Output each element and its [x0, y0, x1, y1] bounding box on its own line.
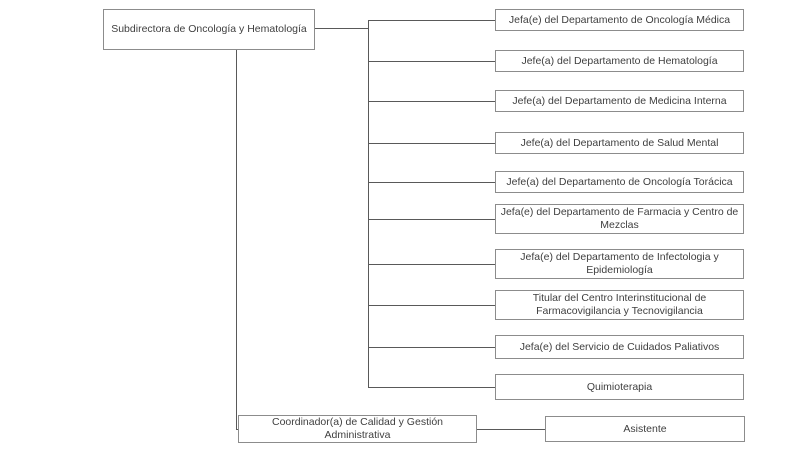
- connector-line: [368, 20, 369, 387]
- connector-line: [368, 305, 495, 306]
- connector-line: [368, 101, 495, 102]
- org-box-quimioterapia: Quimioterapia: [495, 374, 744, 400]
- org-box-oncologia-toracica: Jefe(a) del Departamento de Oncología To…: [495, 171, 744, 193]
- connector-line: [368, 61, 495, 62]
- connector-line: [236, 50, 237, 429]
- org-box-farmacovigilancia: Titular del Centro Interinstitucional de…: [495, 290, 744, 320]
- org-box-salud-mental: Jefe(a) del Departamento de Salud Mental: [495, 132, 744, 154]
- org-box-label: Jefa(e) del Departamento de Oncología Mé…: [508, 13, 731, 26]
- org-box-label: Jefa(e) del Departamento de Farmacia y C…: [500, 206, 739, 231]
- connector-line: [368, 143, 495, 144]
- org-box-label: Jefa(e) del Departamento de Infectologia…: [520, 251, 719, 276]
- org-box-subdirectora: Subdirectora de Oncología y Hematología: [103, 9, 315, 50]
- org-box-label: Jefe(a) del Departamento de Medicina Int…: [512, 94, 727, 107]
- org-box-cuidados-paliativos: Jefa(e) del Servicio de Cuidados Paliati…: [495, 335, 744, 359]
- org-box-label: Jefa(e) del Servicio de Cuidados Paliati…: [519, 340, 720, 353]
- connector-line: [368, 387, 495, 388]
- org-box-label: Titular del Centro Interinstitucional de…: [532, 292, 707, 317]
- org-box-label: Quimioterapia: [586, 380, 653, 393]
- org-box-oncologia-medica: Jefa(e) del Departamento de Oncología Mé…: [495, 9, 744, 31]
- org-box-medicina-interna: Jefe(a) del Departamento de Medicina Int…: [495, 90, 744, 112]
- connector-line: [368, 20, 495, 21]
- connector-line: [477, 429, 545, 430]
- org-box-hematologia: Jefe(a) del Departamento de Hematología: [495, 50, 744, 72]
- org-box-infectologia: Jefa(e) del Departamento de Infectologia…: [495, 249, 744, 279]
- connector-line: [368, 182, 495, 183]
- connector-line: [368, 219, 495, 220]
- org-box-label: Jefe(a) del Departamento de Hematología: [521, 54, 718, 67]
- org-box-label: Jefe(a) del Departamento de Salud Mental: [520, 136, 719, 149]
- org-box-label: Asistente: [623, 422, 667, 435]
- org-box-asistente: Asistente: [545, 416, 745, 442]
- connector-line: [368, 264, 495, 265]
- connector-line: [368, 347, 495, 348]
- org-box-label: Jefe(a) del Departamento de Oncología To…: [506, 175, 733, 188]
- org-box-coordinador: Coordinador(a) de Calidad y Gestión Admi…: [238, 415, 477, 443]
- connector-line: [315, 28, 368, 29]
- org-box-label: Subdirectora de Oncología y Hematología: [111, 23, 307, 36]
- org-box-farmacia: Jefa(e) del Departamento de Farmacia y C…: [495, 204, 744, 234]
- org-box-label: Coordinador(a) de Calidad y Gestión Admi…: [271, 416, 443, 441]
